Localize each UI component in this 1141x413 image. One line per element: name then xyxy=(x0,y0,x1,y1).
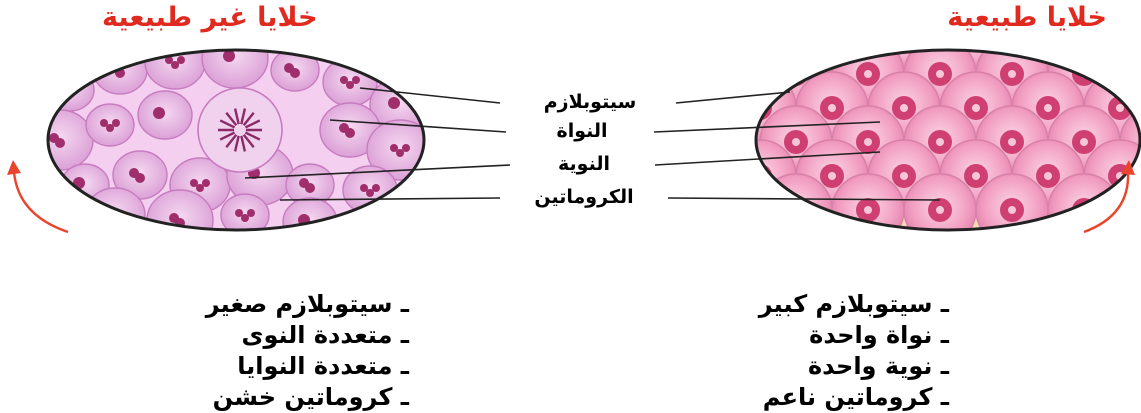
abnormal-cell xyxy=(138,91,192,139)
abnormal-cell xyxy=(86,104,134,146)
list-item: كروماتين ناعم xyxy=(759,382,949,413)
cytoplasm-label: سيتوبلازم xyxy=(541,91,640,113)
abnormal-cells-title: خلايا غير طبيعية xyxy=(102,2,317,33)
abnormal-cell xyxy=(46,69,94,111)
abnormal-features-list: سيتوبلازم صغير متعددة النوى متعددة النوا… xyxy=(206,289,409,413)
normal-features-list: سيتوبلازم كبير نواة واحدة نوية واحدة كرو… xyxy=(759,289,949,413)
normal-cells-view xyxy=(724,4,1141,246)
dividing-cell xyxy=(198,88,282,172)
normal-cell xyxy=(904,174,976,246)
nucleolus-label: النوية xyxy=(555,153,613,175)
list-item: متعددة النوى xyxy=(206,320,409,351)
list-item: سيتوبلازم كبير xyxy=(759,289,949,320)
list-item: نوية واحدة xyxy=(759,351,949,382)
arrow-left xyxy=(14,172,68,232)
abnormal-cell xyxy=(145,35,205,89)
normal-cell xyxy=(724,4,796,76)
abnormal-cell xyxy=(323,58,377,106)
abnormal-cell xyxy=(147,190,213,250)
list-item: نواة واحدة xyxy=(759,320,949,351)
normal-cell xyxy=(976,174,1048,246)
normal-cell xyxy=(1048,174,1120,246)
normal-cell xyxy=(1120,38,1141,110)
list-item: سيتوبلازم صغير xyxy=(206,289,409,320)
normal-cell xyxy=(1120,174,1141,246)
abnormal-cells-view xyxy=(27,28,440,250)
abnormal-cell xyxy=(27,110,93,170)
chromatin-label: الكروماتين xyxy=(531,186,636,208)
list-item: كروماتين خشن xyxy=(206,382,409,413)
normal-cell xyxy=(760,174,832,246)
normal-cells-title: خلايا طبيعية xyxy=(947,2,1107,33)
abnormal-cell xyxy=(202,28,268,88)
arrow-left-head xyxy=(7,160,21,175)
nucleus-label: النواة xyxy=(553,120,610,142)
normal-cell xyxy=(832,174,904,246)
list-item: متعددة النوايا xyxy=(206,351,409,382)
